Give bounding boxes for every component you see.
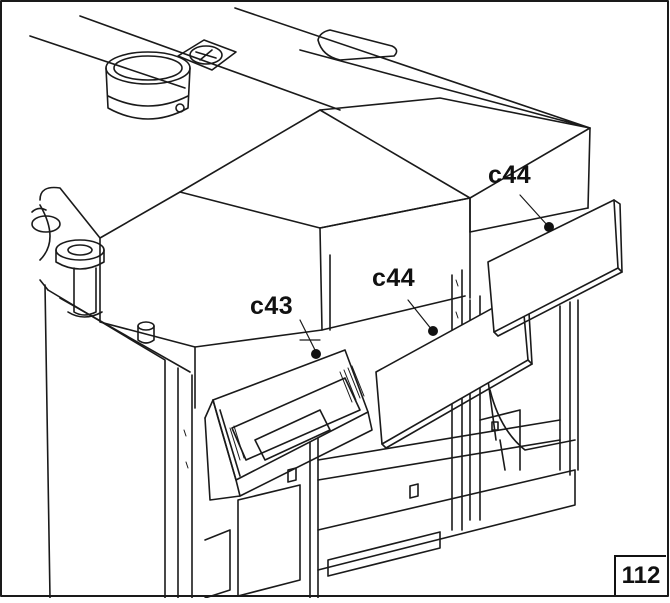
knob xyxy=(137,321,155,344)
leader-lines xyxy=(299,194,549,351)
callout-label-c43: c43 xyxy=(250,292,294,320)
callout-label-c44-right: c44 xyxy=(488,161,532,189)
callout-label-c44-middle: c44 xyxy=(372,264,416,292)
lower-tray xyxy=(327,531,441,577)
control-panel-c43 xyxy=(204,349,373,501)
roof-hatch xyxy=(317,29,398,61)
cabinet-left xyxy=(39,186,193,599)
screw-point-c43 xyxy=(311,349,321,359)
screw-point-c44-right xyxy=(544,222,554,232)
vent-plate xyxy=(177,39,237,71)
pipe-stub xyxy=(31,207,105,318)
front-panel-c44-right xyxy=(487,199,623,337)
edge-marks xyxy=(183,279,459,469)
flue-collar xyxy=(105,51,191,120)
figure-number: 112 xyxy=(614,555,666,595)
screw-point-c44-middle xyxy=(428,326,438,336)
